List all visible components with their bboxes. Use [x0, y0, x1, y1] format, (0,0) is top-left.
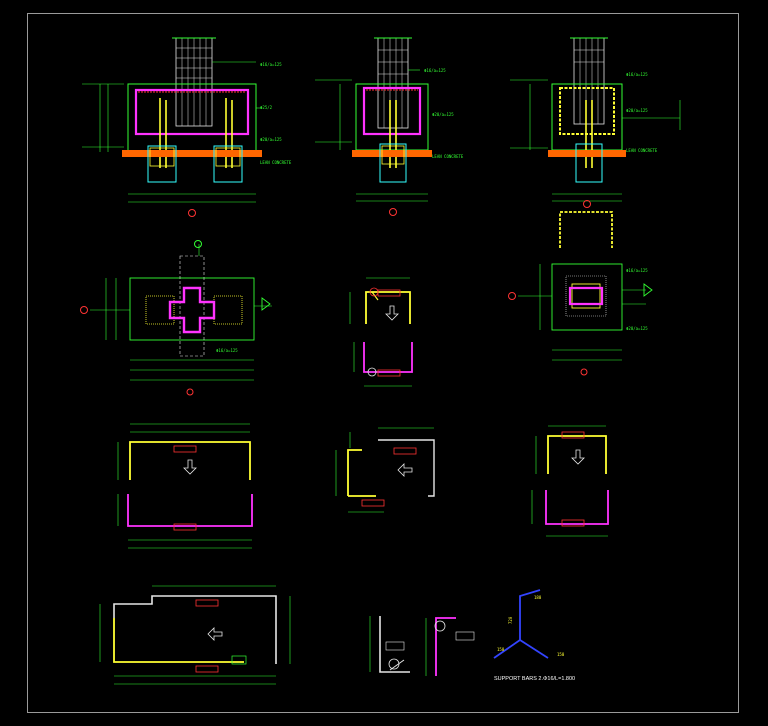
section-pile-cap-single: Φ16/a=125 Φ20/a=125 LEAN CONCRETE	[315, 37, 464, 216]
svg-text:LEAN CONCRETE: LEAN CONCRETE	[260, 160, 292, 165]
support-bar-shape	[493, 589, 549, 659]
svg-text:Φ20/a=125: Φ20/a=125	[432, 112, 454, 117]
section-pile-cap-edge: Φ16/a=125 Φ20/a=125 LEAN CONCRETE	[510, 37, 681, 208]
dim-150-right-label: 150	[557, 652, 565, 657]
plan-pile-cap-edge: Φ16/a=125 Φ20/a=125	[508, 211, 653, 376]
svg-text:Φ16/a=125: Φ16/a=125	[626, 268, 648, 273]
svg-text:LEAN CONCRETE: LEAN CONCRETE	[626, 148, 658, 153]
plan-pile-cap-double: Φ16/a=125	[80, 240, 272, 396]
dim-180-label: 180	[534, 595, 542, 600]
svg-text:Φ20/a=125: Φ20/a=125	[626, 326, 648, 331]
drawing-frame	[27, 13, 739, 713]
bar-shape-hook-middle	[335, 427, 435, 513]
svg-text:Φ16/a=125: Φ16/a=125	[626, 72, 648, 77]
bar-shape-large-left	[117, 423, 253, 549]
svg-text:Φ20/a=125: Φ20/a=125	[260, 137, 282, 142]
svg-text:Φ16/a=125: Φ16/a=125	[216, 348, 238, 353]
svg-text:Φ25/2: Φ25/2	[260, 105, 273, 110]
section-pile-cap-double: Φ16/a=125 Φ25/2 Φ20/a=125 LEAN CONCRETE	[82, 37, 292, 217]
bar-shape-large-bottom	[99, 585, 291, 685]
svg-text:Φ16/a=125: Φ16/a=125	[260, 62, 282, 67]
bar-shape-u-middle	[349, 277, 413, 387]
svg-text:LEAN CONCRETE: LEAN CONCRETE	[432, 154, 464, 159]
svg-text:Φ16/a=125: Φ16/a=125	[424, 68, 446, 73]
dim-150-left-label: 150	[497, 647, 505, 652]
support-bars-label: SUPPORT BARS 2.Φ16/L=1.800	[494, 676, 575, 682]
dim-720-label: 720	[508, 616, 513, 624]
bar-shape-u-right	[531, 425, 609, 537]
svg-text:Φ20/a=125: Φ20/a=125	[626, 108, 648, 113]
bar-shape-l-pair	[369, 616, 475, 676]
